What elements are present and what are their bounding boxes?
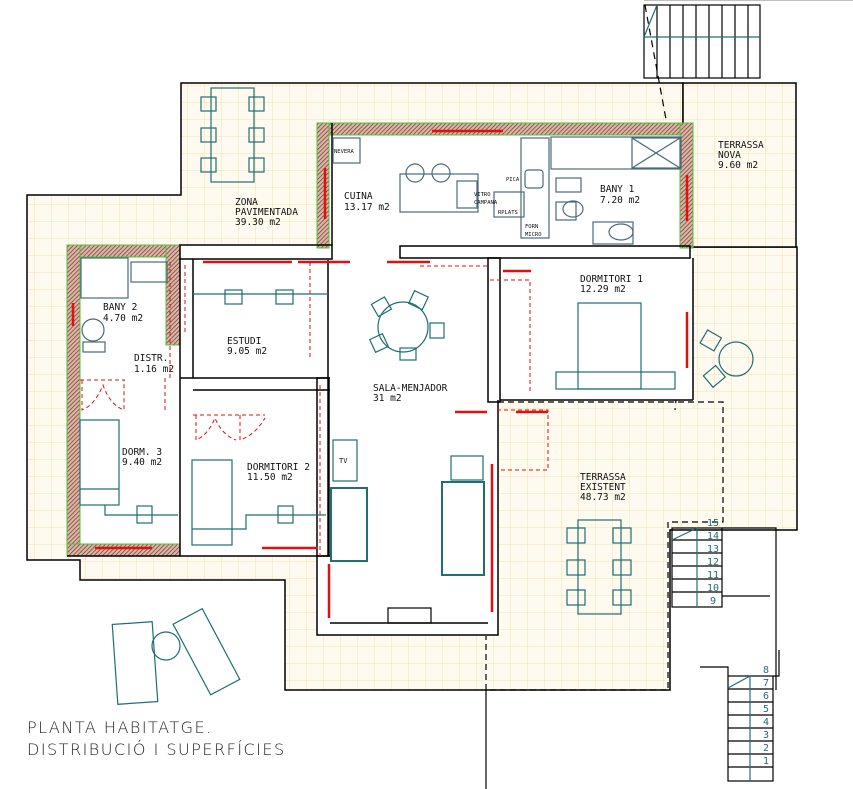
svg-text:15: 15 [707,518,719,529]
window-openings [71,129,689,618]
svg-text:9.05 m2: 9.05 m2 [227,346,267,357]
svg-text:13: 13 [707,544,719,555]
svg-text:12.29 m2: 12.29 m2 [580,284,626,295]
room-terrassa-nova: TERRASSA NOVA 9.60 m2 [718,140,764,171]
svg-text:DORMITORI 2: DORMITORI 2 [247,462,310,473]
svg-text:11: 11 [707,570,719,581]
svg-text:NOVA: NOVA [718,150,741,161]
fixture-labels: NEVERA PICA VITRO CAMPANA RPLATS FORN MI… [334,149,542,465]
room-sala-menjador: SALA-MENJADOR 31 m2 [373,383,448,404]
svg-text:3: 3 [763,730,769,741]
svg-text:9.60 m2: 9.60 m2 [718,160,758,171]
door-swings [80,262,549,556]
furniture [79,87,754,705]
room-dormitori-1: DORMITORI 1 12.29 m2 [580,274,643,295]
room-distr: DISTR. 1.16 m2 [134,353,174,375]
bathroom-2-fixtures [80,257,168,353]
svg-text:4.70 m2: 4.70 m2 [103,313,143,324]
svg-text:TV: TV [339,457,348,465]
stair-upper-flight [671,527,777,690]
room-bany-1: BANY 1 7.20 m2 [600,184,640,206]
svg-text:9.40 m2: 9.40 m2 [122,457,162,468]
svg-text:1.16 m2: 1.16 m2 [134,364,174,375]
svg-text:2: 2 [763,743,769,754]
top-exterior-stair [643,0,853,79]
svg-text:PAVIMENTADA: PAVIMENTADA [235,207,298,218]
svg-text:5: 5 [763,704,769,715]
room-dormitori-2: DORMITORI 2 11.50 m2 [247,462,310,483]
svg-text:TERRASSA: TERRASSA [580,472,626,483]
svg-text:7.20 m2: 7.20 m2 [600,195,640,206]
stair-step-numbers: 15 14 13 12 11 10 9 8 7 6 5 4 3 2 1 [707,518,769,767]
svg-text:7: 7 [763,678,769,689]
svg-text:6: 6 [763,691,769,702]
svg-text:DORMITORI 1: DORMITORI 1 [580,274,643,285]
svg-text:DORM. 3: DORM. 3 [122,447,162,458]
svg-text:13.17 m2: 13.17 m2 [344,202,390,213]
svg-text:VITRO: VITRO [474,192,491,198]
svg-text:31 m2: 31 m2 [373,393,402,404]
svg-text:FORN: FORN [525,224,538,230]
bathroom-1-fixtures [550,136,682,245]
room-labels: ZONA PAVIMENTADA 39.30 m2 CUINA 13.17 m2… [103,140,764,503]
room-estudi: ESTUDI 9.05 m2 [227,336,267,357]
svg-text:BANY 2: BANY 2 [103,302,137,313]
svg-text:DISTR.: DISTR. [134,353,168,364]
room-bany-2: BANY 2 4.70 m2 [103,302,143,324]
svg-text:4: 4 [763,717,769,728]
svg-text:ZONA: ZONA [235,197,258,208]
svg-text:11.50 m2: 11.50 m2 [247,472,293,483]
svg-text:48.73 m2: 48.73 m2 [580,492,626,503]
room-terrassa-existent: TERRASSA EXISTENT 48.73 m2 [580,472,626,503]
svg-text:14: 14 [707,531,719,542]
drawing-title: PLANTA HABITATGE. [27,718,213,737]
svg-text:EXISTENT: EXISTENT [580,482,626,493]
svg-text:BANY 1: BANY 1 [600,184,635,195]
stair-lower-flight [700,650,780,782]
room-zona-pavimentada: ZONA PAVIMENTADA 39.30 m2 [235,197,298,228]
svg-text:NEVERA: NEVERA [334,149,355,155]
svg-text:39.30 m2: 39.30 m2 [235,217,281,228]
house-interior [67,123,693,635]
svg-text:TERRASSA: TERRASSA [718,140,764,151]
svg-text:CAMPANA: CAMPANA [474,200,498,206]
svg-text:10: 10 [707,583,719,594]
kitchen-fixtures [332,137,550,239]
svg-text:8: 8 [763,665,769,676]
svg-text:9: 9 [710,596,716,607]
svg-text:MICRO: MICRO [525,232,542,238]
svg-text:PICA: PICA [506,177,520,183]
wall-outlines [67,123,694,636]
svg-text:RPLATS: RPLATS [498,210,518,216]
svg-text:CUINA: CUINA [344,191,373,202]
drawing-subtitle: DISTRIBUCIÓ I SUPERFÍCIES [27,740,286,759]
svg-text:ESTUDI: ESTUDI [227,336,261,347]
room-dorm-3: DORM. 3 9.40 m2 [122,447,162,468]
room-cuina: CUINA 13.17 m2 [344,191,390,213]
svg-text:SALA-MENJADOR: SALA-MENJADOR [373,383,448,394]
svg-text:12: 12 [707,557,719,568]
svg-text:1: 1 [763,756,769,767]
